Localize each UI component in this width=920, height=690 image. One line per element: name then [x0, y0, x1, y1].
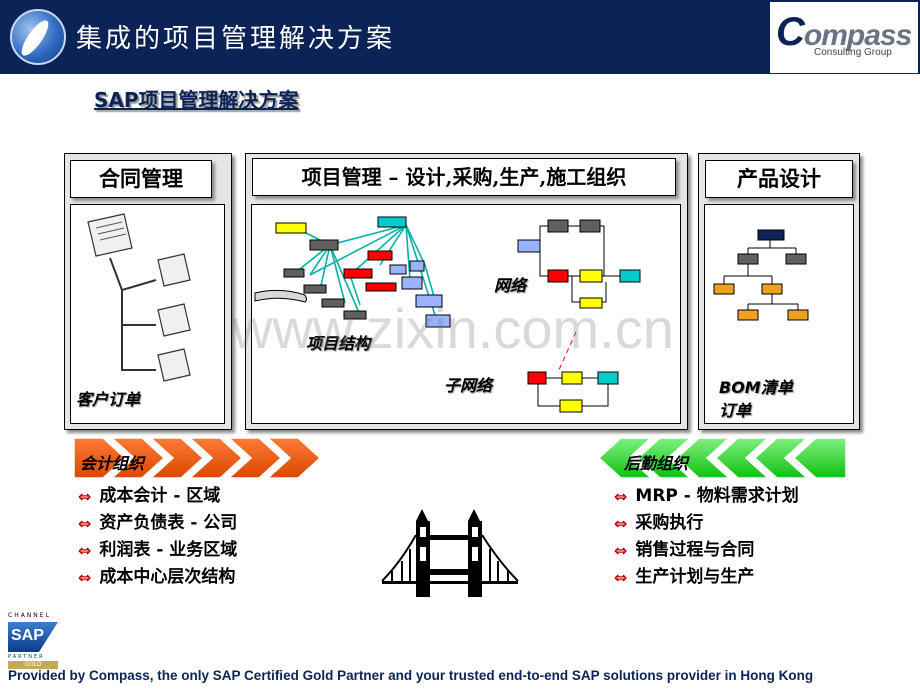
subnetwork-node	[527, 371, 547, 385]
channel-text: CHANNEL	[8, 612, 51, 619]
order-label: 订单	[719, 401, 752, 420]
network-node	[547, 219, 569, 233]
network-node	[619, 269, 641, 283]
accounting-chevrons	[73, 437, 322, 479]
logistics-chevrons	[597, 437, 847, 479]
list-item: ⇔成本中心层次结构	[78, 564, 237, 591]
list-item: ⇔资产负债表 - 公司	[78, 510, 237, 537]
bom-node	[785, 253, 807, 265]
subnetwork-diagram	[527, 371, 619, 413]
project-structure-label: 项目结构	[306, 334, 371, 353]
bom-node	[787, 309, 809, 321]
network-node	[547, 269, 569, 283]
compass-logo-sub: Consulting Group	[814, 47, 892, 58]
network-node	[517, 239, 541, 253]
subnetwork-node	[597, 371, 619, 385]
wbs-node	[365, 282, 397, 292]
wbs-node	[343, 310, 367, 320]
sap-logo-text: SAP	[11, 627, 44, 644]
footer-text: Provided by Compass, the only SAP Certif…	[8, 668, 814, 683]
subnetwork-label: 子网络	[444, 376, 493, 395]
watermark-text: www.zixin.com.cn	[232, 297, 674, 360]
network-node	[579, 297, 603, 309]
wbs-node	[343, 268, 373, 279]
bom-label: BOM清单	[719, 378, 793, 397]
tower-bridge-icon	[381, 509, 519, 597]
document-icon	[87, 213, 191, 382]
accounting-label: 会计组织	[80, 454, 145, 473]
contract-inner	[70, 204, 225, 424]
double-arrow-icon: ⇔	[78, 541, 92, 560]
list-item: ⇔成本会计 - 区域	[78, 483, 237, 510]
double-arrow-icon: ⇔	[614, 514, 628, 533]
header-bar: 集成的项目管理解决方案 Compass Consulting Group	[0, 0, 920, 74]
product-inner	[704, 204, 854, 424]
contract-tree	[87, 213, 191, 382]
network-node	[579, 219, 601, 233]
gold-text: GOLD	[8, 661, 58, 669]
list-item: ⇔采购执行	[614, 510, 799, 537]
bom-node	[737, 309, 759, 321]
contract-title: 合同管理	[70, 160, 212, 198]
double-arrow-icon: ⇔	[614, 568, 628, 587]
sap-channel-gold-logo: CHANNEL SAP PARTNER GOLD	[8, 612, 60, 669]
bom-node	[737, 253, 759, 265]
bom-node	[713, 283, 735, 295]
project-title: 项目管理 – 设计,采购,生产,施工组织	[252, 158, 676, 196]
accounting-list: ⇔成本会计 - 区域 ⇔资产负债表 - 公司 ⇔利润表 - 业务区域 ⇔成本中心…	[78, 483, 237, 591]
page-title: 集成的项目管理解决方案	[76, 24, 396, 54]
wbs-node	[425, 314, 451, 328]
wbs-node	[275, 222, 307, 234]
double-arrow-icon: ⇔	[78, 568, 92, 587]
wbs-node	[321, 298, 345, 308]
subnetwork-node	[559, 399, 583, 413]
customer-order-label: 客户订单	[76, 390, 141, 409]
compass-logo: Compass Consulting Group	[770, 2, 918, 73]
partner-text: PARTNER	[8, 654, 45, 660]
list-item: ⇔MRP - 物料需求计划	[614, 483, 799, 510]
wbs-node	[401, 276, 423, 290]
bom-node	[757, 229, 785, 241]
product-title: 产品设计	[705, 160, 853, 198]
wbs-node	[283, 268, 305, 278]
double-arrow-icon: ⇔	[78, 487, 92, 506]
double-arrow-icon: ⇔	[78, 514, 92, 533]
network-label: 网络	[494, 276, 527, 295]
wbs-node	[377, 216, 407, 228]
wbs-node	[409, 260, 425, 272]
double-arrow-icon: ⇔	[614, 541, 628, 560]
bom-node	[761, 283, 783, 295]
network-diagram	[517, 219, 641, 373]
section-subtitle: SAP项目管理解决方案	[94, 88, 299, 112]
logistics-list: ⇔MRP - 物料需求计划 ⇔采购执行 ⇔销售过程与合同 ⇔生产计划与生产	[614, 483, 799, 591]
project-panel	[245, 153, 688, 430]
list-item: ⇔利润表 - 业务区域	[78, 537, 237, 564]
contract-panel	[64, 153, 232, 430]
network-node	[579, 269, 603, 283]
wbs-node	[309, 239, 339, 251]
subnetwork-node	[561, 371, 583, 385]
wbs-node	[389, 264, 407, 275]
project-structure-diagram	[254, 216, 451, 328]
double-arrow-icon: ⇔	[614, 487, 628, 506]
wbs-node	[415, 294, 443, 308]
logistics-label: 后勤组织	[624, 454, 689, 473]
bom-tree-diagram	[713, 229, 809, 321]
compass-disc-logo	[10, 9, 66, 65]
compass-logo-text: ompass	[803, 19, 912, 52]
list-item: ⇔生产计划与生产	[614, 564, 799, 591]
scroll-bar-shape	[254, 289, 307, 303]
wbs-node	[303, 284, 327, 294]
wbs-node	[367, 250, 393, 261]
list-item: ⇔销售过程与合同	[614, 537, 799, 564]
